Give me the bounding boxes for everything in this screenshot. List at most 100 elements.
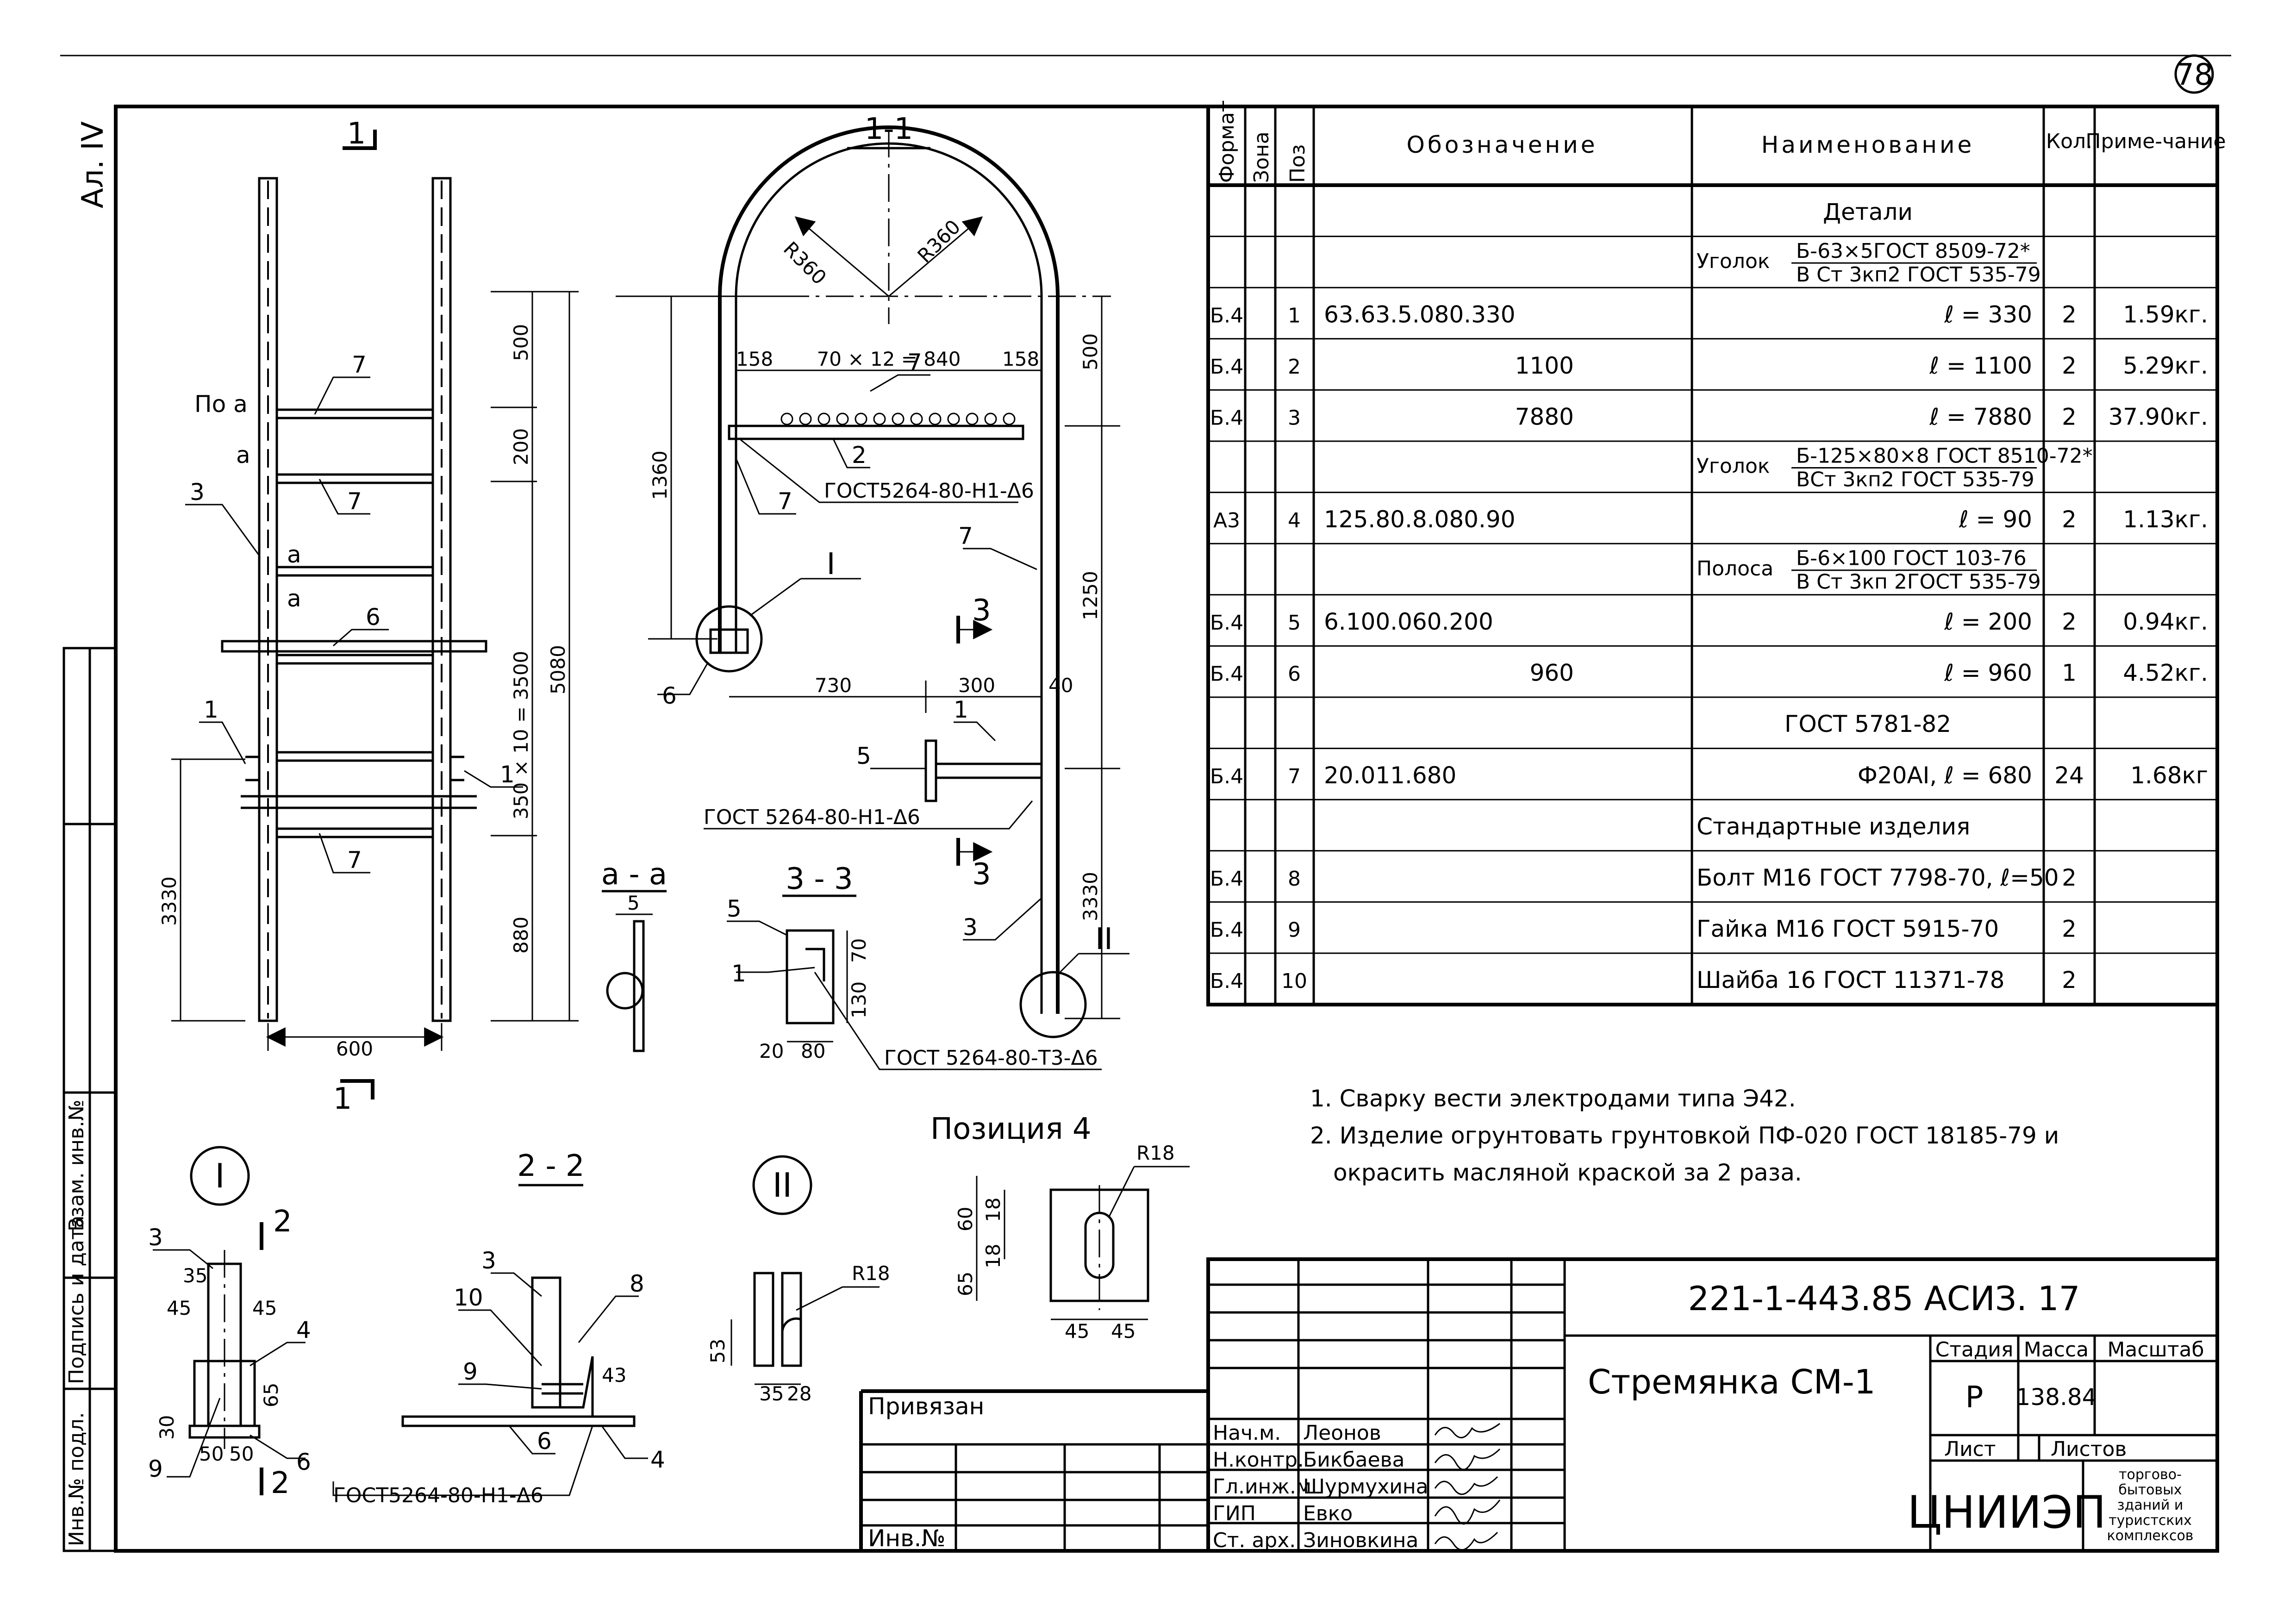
- spec-cell-qty: 2: [2062, 352, 2077, 379]
- side-stamp-sign: Подпись и дата: [65, 1216, 88, 1384]
- dim-730: 730: [815, 674, 852, 697]
- spec-cell-note: 1.59кг.: [2123, 301, 2208, 328]
- callout-7: 7: [958, 523, 973, 550]
- dim-45: 45: [167, 1297, 191, 1319]
- org-desc: комплексов: [2107, 1528, 2193, 1544]
- note-line: 1. Сварку вести электродами типа Э42.: [1310, 1085, 1796, 1112]
- callout-3: 3: [190, 479, 205, 506]
- bracket: [245, 756, 261, 781]
- spec-cell-format: Б.4: [1210, 867, 1243, 891]
- spec-cell-name: Стандартные изделия: [1697, 813, 1970, 840]
- spec-cell-format: Б.4: [1210, 406, 1243, 430]
- label-po-a: По а: [194, 391, 248, 418]
- weld-gost: ГОСТ5264-80-Н1-Δ6: [824, 479, 1034, 503]
- signer-role: Н.контр.: [1213, 1448, 1304, 1472]
- callout-3: 3: [963, 914, 978, 941]
- callout-7: 7: [347, 847, 362, 874]
- org-desc: бытовых: [2118, 1482, 2182, 1498]
- dim-500: 500: [1079, 333, 1102, 370]
- signer-name: Зиновкина: [1303, 1529, 1418, 1552]
- header-format: Формат: [1215, 100, 1239, 183]
- spec-cell-name: Болт М16 ГОСТ 7798-70, ℓ=50: [1697, 864, 2059, 891]
- rung-end: [966, 412, 979, 425]
- header-note: Приме-чание: [2085, 130, 2226, 153]
- header-qty: Кол.: [2046, 130, 2092, 153]
- rung-end: [892, 412, 905, 425]
- callout-7: 7: [352, 351, 367, 378]
- dim-500: 500: [510, 324, 532, 361]
- spec-cell-pos: 9: [1288, 918, 1301, 942]
- view-section-3-3: 3 - 3 70 130 20 80 ГОСТ 5264-80-Т3-Δ6 5 …: [727, 862, 1102, 1070]
- spec-cell-format: Б.4: [1210, 355, 1243, 379]
- doc-code: 221-1-443.85 АСИЗ. 17: [1688, 1279, 2080, 1318]
- callout-3: 3: [148, 1224, 163, 1251]
- spec-cell-designation: 7880: [1515, 404, 1574, 431]
- view-title: 2 - 2: [517, 1149, 584, 1183]
- callout-4: 4: [650, 1446, 665, 1473]
- rung-end: [873, 412, 886, 425]
- dim-5080: 5080: [547, 645, 569, 694]
- weld-gost: ГОСТ 5264-80-Т3-Δ6: [884, 1046, 1098, 1070]
- dim-65: 65: [954, 1272, 977, 1296]
- platform-plate: [221, 640, 487, 653]
- rung-end: [929, 412, 942, 425]
- spec-cell-pos: 6: [1288, 662, 1301, 686]
- stage-label: Стадия: [1935, 1338, 2014, 1362]
- dim-43: 43: [602, 1364, 626, 1387]
- bracket: [449, 756, 464, 781]
- spec-cell-pos: 1: [1288, 304, 1301, 327]
- header-zone: Зона: [1250, 131, 1273, 183]
- spec-cell-designation: 1100: [1515, 352, 1574, 379]
- callout-10: 10: [454, 1284, 483, 1311]
- spec-cell-qty: 2: [2062, 967, 2077, 993]
- spec-cell-format: Б.4: [1210, 304, 1243, 327]
- sheet-number: 78: [2175, 58, 2213, 92]
- callout-4: 4: [296, 1317, 311, 1343]
- signers: Нач.м.ЛеоновН.контр.БикбаеваГл.инж.мШурм…: [1213, 1421, 1429, 1552]
- label-a: а: [287, 585, 301, 612]
- inv-label: Инв.№: [868, 1525, 945, 1552]
- callout-1: 1: [204, 696, 218, 723]
- org-desc: торгово-: [2119, 1467, 2182, 1483]
- spec-cell-pos: 8: [1288, 867, 1301, 891]
- cut-3: 3: [972, 593, 991, 628]
- callout-1: 1: [954, 696, 968, 723]
- spec-cell-qty: 2: [2062, 608, 2077, 635]
- spec-cell-qty: 2: [2062, 404, 2077, 431]
- spec-cell-steel: ВСт 3кп2 ГОСТ 535-79: [1796, 468, 2034, 491]
- org-desc: зданий и: [2117, 1497, 2184, 1513]
- callout-7: 7: [907, 349, 922, 376]
- view-detail-II: II R18 53 35 28: [706, 1155, 890, 1405]
- sheets-label: Листов: [2051, 1437, 2127, 1461]
- callout-7: 7: [347, 488, 362, 515]
- hoop-outer: [718, 125, 1060, 1014]
- spec-cell-pos: 10: [1281, 969, 1307, 993]
- callout-6: 6: [537, 1428, 552, 1455]
- callout-2: 2: [852, 442, 867, 468]
- view-section-a-a: а - а 5: [601, 857, 667, 1052]
- spec-cell-format: Б.4: [1210, 611, 1243, 635]
- spec-cell-steel: В Ст 3кп 2ГОСТ 535-79: [1796, 570, 2041, 594]
- header-name: Наименование: [1761, 131, 1975, 158]
- view-section-1-1: 1-1 R360 R360 158 70 × 12 = 840 158: [616, 112, 1129, 1038]
- spec-cell-name: Ф20АI, ℓ = 680: [1858, 762, 2032, 789]
- spec-cell-note: 37.90кг.: [2108, 404, 2208, 431]
- stringer-right: [431, 177, 452, 1022]
- section-mark: 1: [333, 1082, 352, 1116]
- spec-cell-name: Детали: [1823, 199, 1913, 225]
- sheet-label: Лист: [1944, 1437, 1996, 1461]
- spec-table: Формат Зона Поз Обозначение Наименование…: [1206, 100, 2226, 1006]
- header-designation: Обозначение: [1407, 131, 1598, 158]
- spec-cell-name: ℓ = 330: [1944, 301, 2032, 328]
- section-arrow: [343, 130, 377, 150]
- drawing-title: Стремянка СМ-1: [1588, 1362, 1876, 1401]
- spec-cell-note: 4.52кг.: [2123, 660, 2208, 687]
- callout-6: 6: [296, 1449, 311, 1475]
- rung-end: [910, 412, 923, 425]
- dim-45: 45: [252, 1297, 277, 1319]
- spec-cell-name: Уголок: [1697, 455, 1770, 478]
- dim-80: 80: [801, 1040, 825, 1062]
- dim-3330: 3330: [1079, 872, 1102, 921]
- dim-158: 158: [736, 348, 773, 370]
